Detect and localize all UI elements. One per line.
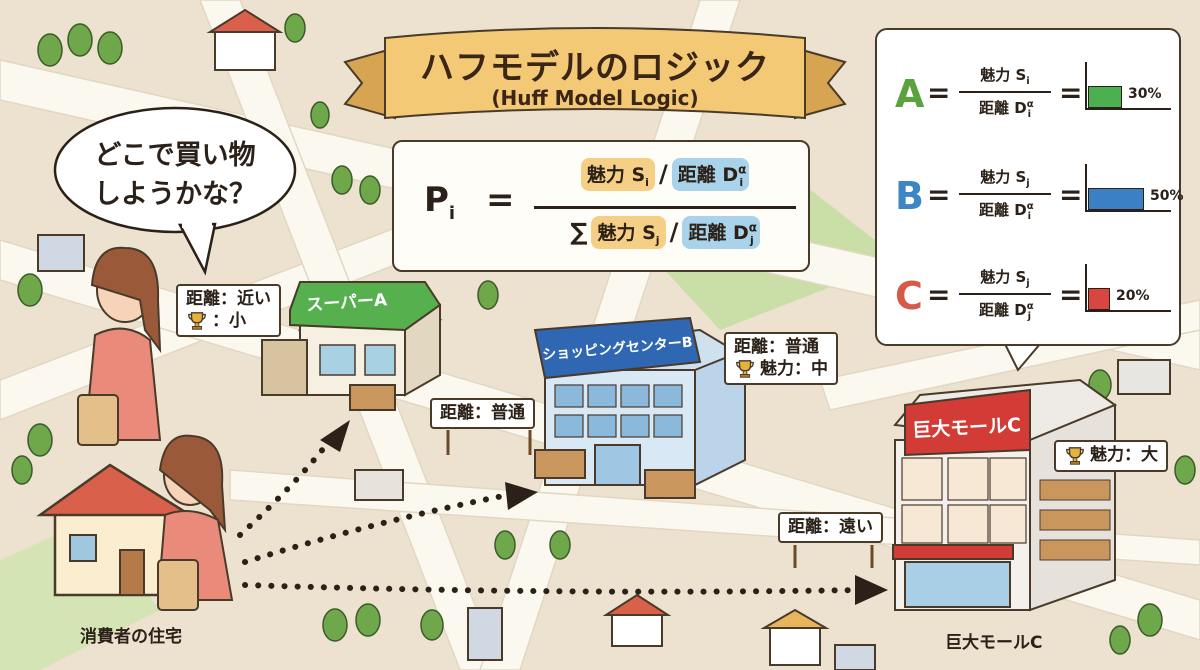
formula-denominator: ∑ 魅力 Sj / 距離 Dαj [534, 216, 796, 249]
store-b-distance-sign: 距離：普通 [430, 398, 535, 430]
equals-sign: = [1059, 76, 1083, 109]
fraction-line [534, 206, 796, 209]
title-banner: ハフモデルのロジック (Huff Model Logic) [380, 18, 810, 126]
store-c-name: 巨大モールC [911, 414, 1022, 442]
consumer-house [36, 463, 195, 597]
store-a-info-sign: 距離：近い ：小 [176, 284, 281, 338]
trees [11, 13, 1196, 655]
share-bar-axis [1085, 164, 1087, 212]
store-c-attraction-sign: 魅力：大 [1054, 440, 1168, 472]
share-bar [1088, 188, 1144, 210]
formula-numerator: 魅力 Si / 距離 Dαi [534, 158, 796, 191]
arrow-heads [320, 420, 888, 605]
trophy-icon [736, 360, 754, 378]
formula-p-sub: i [448, 202, 456, 224]
denominator-slash: / [669, 218, 679, 247]
denominator-distance: 距離 Dαj [682, 216, 760, 249]
equals-sign: = [927, 178, 951, 211]
store-letter: B [895, 174, 924, 218]
formula-lhs: Pi [424, 180, 455, 224]
store-a-building [261, 281, 443, 411]
denominator-attraction: 魅力 Sj [591, 216, 666, 249]
store-a-distance: 距離：近い [186, 289, 271, 309]
store-c-caption: 巨大モールC [945, 633, 1043, 653]
formula-p: P [424, 180, 449, 220]
route-arrows [237, 437, 863, 595]
consumer-woman-thinking [156, 434, 234, 611]
equals-sign: = [927, 278, 951, 311]
numerator-slash: / [658, 160, 668, 189]
speech-bubble-shape [53, 106, 297, 276]
share-label: 50% [1150, 188, 1184, 204]
store-a-attraction: ：小 [186, 310, 271, 332]
store-letter: C [895, 274, 923, 318]
store-c-attraction: 魅力：大 [1090, 445, 1158, 466]
background-houses [37, 8, 1171, 670]
speech-bubble: どこで買い物 しようかな？ [62, 136, 288, 214]
equals-sign: = [1059, 178, 1083, 211]
share-bar [1088, 86, 1122, 108]
share-bar-base [1085, 108, 1171, 110]
trophy-icon [188, 312, 206, 330]
huff-formula: Pi = 魅力 Si / 距離 Dαi ∑ 魅力 Sj / 距離 Dαj [392, 140, 810, 272]
share-bar-base [1085, 210, 1171, 212]
share-bar [1088, 288, 1110, 310]
share-bar-axis [1085, 62, 1087, 110]
page-title: ハフモデルのロジック [420, 48, 770, 88]
speech-line-1: どこで買い物 [94, 140, 256, 171]
numerator-attraction: 魅力 Si [580, 158, 655, 191]
store-b-distance-top: 距離：普通 [734, 337, 819, 357]
store-b-attraction: 魅力：中 [734, 358, 828, 380]
equals-sign: = [927, 76, 951, 109]
sigma-symbol: ∑ [570, 218, 588, 247]
page-subtitle: (Huff Model Logic) [491, 86, 699, 110]
numerator-distance: 距離 Dαi [671, 158, 750, 191]
share-bar-base [1085, 310, 1171, 312]
store-b-info-sign: 距離：普通 魅力：中 [724, 332, 838, 386]
home-caption: 消費者の住宅 [80, 627, 182, 647]
consumer-woman-standing [77, 246, 162, 446]
share-label: 30% [1128, 86, 1162, 102]
equals-sign: = [1059, 278, 1083, 311]
speech-line-2: しようかな？ [94, 179, 256, 211]
store-c-distance-sign: 距離：遠い [778, 512, 883, 544]
store-letter: A [895, 72, 925, 116]
share-bar-axis [1085, 264, 1087, 312]
share-label: 20% [1116, 288, 1150, 304]
title-banner [343, 27, 847, 120]
trophy-icon [1066, 447, 1084, 465]
formula-equals: = [486, 180, 515, 220]
